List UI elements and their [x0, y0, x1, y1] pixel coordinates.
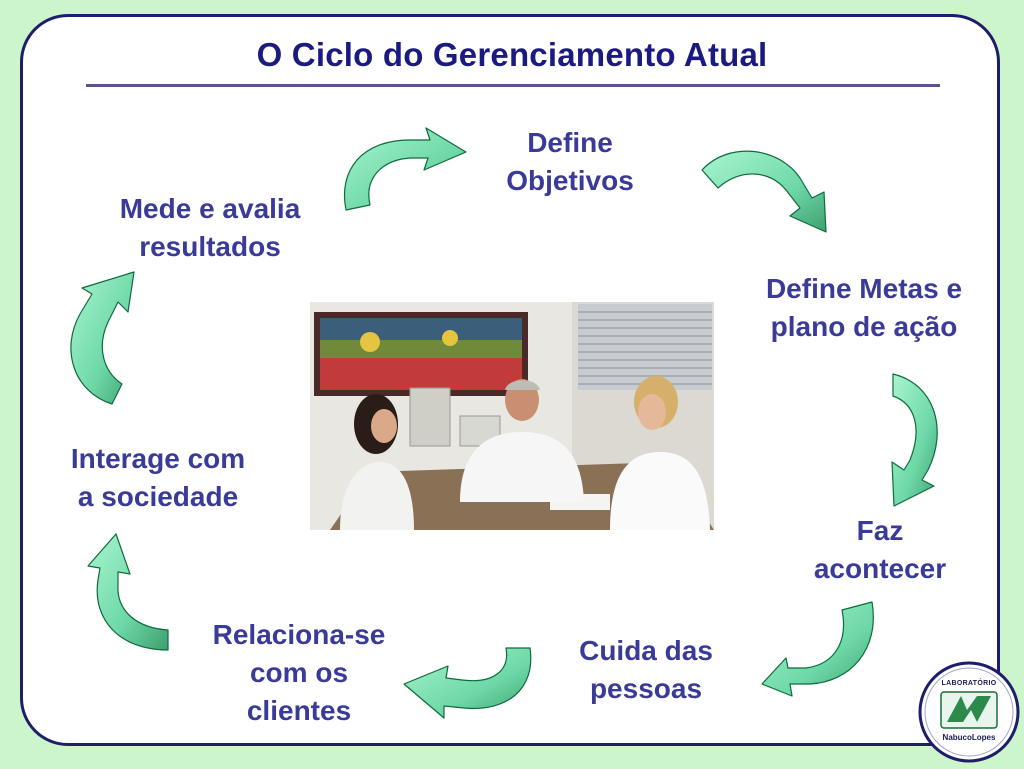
arrow-bottom — [403, 647, 532, 719]
logo-label-top: LABORATÓRIO — [941, 680, 997, 687]
step-faz-acontecer: Faz acontecer — [813, 515, 947, 584]
arrow-bottom-left — [87, 533, 169, 651]
lab-logo: LABORATÓRIO NabucoLopes — [917, 660, 1021, 764]
step-define-metas: Define Metas e plano de ação — [765, 273, 963, 342]
step-relaciona-clientes: Relaciona-se com os clientes — [212, 619, 386, 726]
logo-label-bottom: NabucoLopes — [942, 733, 996, 742]
step-interage-sociedade: Interage com a sociedade — [70, 443, 246, 512]
arrow-top-left — [344, 127, 467, 211]
meeting-photo — [310, 302, 714, 530]
arrow-top-right — [701, 150, 827, 233]
step-cuida-pessoas: Cuida das pessoas — [579, 635, 713, 704]
arrow-right — [891, 373, 938, 507]
step-define-objetivos: Define Objetivos — [506, 127, 634, 196]
title-underline — [86, 84, 940, 87]
page-title: O Ciclo do Gerenciamento Atual — [256, 36, 768, 73]
step-mede-avalia: Mede e avalia resultados — [119, 193, 301, 262]
arrow-bottom-right — [761, 601, 874, 697]
arrow-left — [70, 271, 135, 405]
